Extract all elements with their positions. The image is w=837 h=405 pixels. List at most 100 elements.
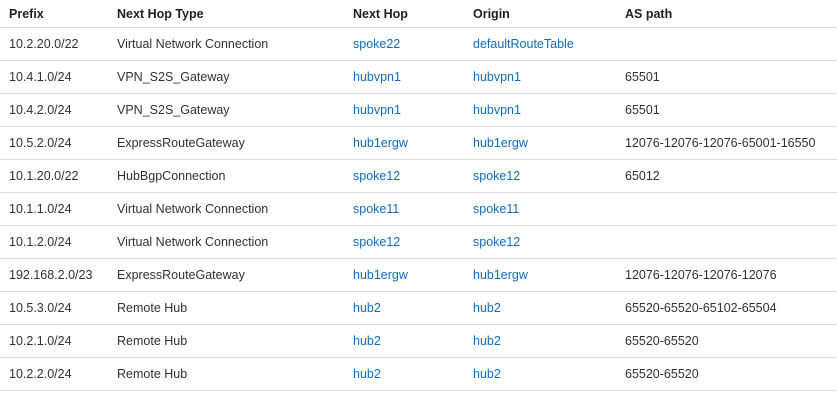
table-row: 10.4.1.0/24 VPN_S2S_Gateway hubvpn1 hubvpn1… [0, 60, 837, 94]
cell-origin-link: hub2 [457, 291, 617, 325]
cell-next-hop-link: hub1ergw [345, 258, 457, 292]
cell-next-hop-link: hub1ergw [345, 126, 457, 160]
cell-prefix: 10.5.3.0/24 [0, 291, 115, 325]
cell-origin-link-value[interactable]: spoke12 [473, 169, 521, 183]
cell-next-hop-type: ExpressRouteGateway [115, 126, 345, 160]
cell-prefix: 10.2.2.0/24 [0, 357, 115, 391]
cell-as-path: 65520-65520-65102-65504 [617, 291, 837, 325]
cell-prefix: 10.2.1.0/24 [0, 324, 115, 358]
column-header-next-hop[interactable]: Next Hop [345, 0, 457, 28]
cell-as-path-value: 65501 [625, 70, 660, 84]
cell-origin-link-value[interactable]: hubvpn1 [473, 103, 521, 117]
column-header-origin[interactable]: Origin [457, 0, 617, 28]
cell-next-hop-link: hub2 [345, 357, 457, 391]
cell-next-hop-type-value: ExpressRouteGateway [117, 268, 245, 282]
cell-as-path: 12076-12076-12076-65001-16550 [617, 126, 837, 160]
cell-next-hop-type: VPN_S2S_Gateway [115, 60, 345, 94]
cell-next-hop-link: hub2 [345, 291, 457, 325]
cell-next-hop-link-value[interactable]: hub2 [353, 301, 381, 315]
cell-prefix-value: 10.2.1.0/24 [9, 334, 72, 348]
cell-origin-link-value[interactable]: hub2 [473, 367, 501, 381]
cell-next-hop-link-value[interactable]: hub2 [353, 367, 381, 381]
cell-origin-link-value[interactable]: defaultRouteTable [473, 37, 574, 51]
cell-as-path [617, 192, 837, 226]
cell-origin-link: spoke11 [457, 192, 617, 226]
cell-prefix: 10.4.1.0/24 [0, 60, 115, 94]
cell-next-hop-type-value: HubBgpConnection [117, 169, 226, 183]
cell-origin-link: hub2 [457, 357, 617, 391]
cell-prefix: 10.1.20.0/22 [0, 159, 115, 193]
table-row: 10.5.2.0/24 ExpressRouteGateway hub1ergw hu… [0, 126, 837, 160]
cell-next-hop-link-value[interactable]: spoke12 [353, 169, 401, 183]
cell-next-hop-type: VPN_S2S_Gateway [115, 93, 345, 127]
table-header: Prefix Next Hop Type Next Hop Origin AS … [0, 0, 837, 28]
cell-origin-link: spoke12 [457, 225, 617, 259]
cell-next-hop-link: hub2 [345, 324, 457, 358]
cell-as-path-value: 65520-65520 [625, 334, 699, 348]
cell-prefix: 10.2.20.0/22 [0, 27, 115, 61]
cell-as-path: 65520-65520 [617, 357, 837, 391]
cell-origin-link: hubvpn1 [457, 93, 617, 127]
cell-origin-link: spoke12 [457, 159, 617, 193]
column-header-next-hop-type[interactable]: Next Hop Type [115, 0, 345, 28]
cell-prefix-value: 10.5.2.0/24 [9, 136, 72, 150]
cell-next-hop-link-value[interactable]: hub1ergw [353, 268, 408, 282]
cell-next-hop-type: Virtual Network Connection [115, 27, 345, 61]
cell-as-path [617, 27, 837, 61]
cell-next-hop-link: spoke22 [345, 27, 457, 61]
cell-origin-link-value[interactable]: hub1ergw [473, 268, 528, 282]
cell-next-hop-type-value: Remote Hub [117, 301, 188, 315]
table-row: 10.1.20.0/22 HubBgpConnection spoke12 spoke… [0, 159, 837, 193]
cell-next-hop-link-value[interactable]: spoke11 [353, 202, 400, 216]
table-row: 10.2.20.0/22 Virtual Network Connection sp… [0, 27, 837, 61]
cell-prefix-value: 10.1.20.0/22 [9, 169, 79, 183]
cell-origin-link-value[interactable]: spoke11 [473, 202, 520, 216]
cell-prefix-value: 10.2.20.0/22 [9, 37, 79, 51]
cell-origin-link: hubvpn1 [457, 60, 617, 94]
cell-next-hop-type: Remote Hub [115, 324, 345, 358]
cell-next-hop-link: hubvpn1 [345, 93, 457, 127]
cell-prefix-value: 10.1.2.0/24 [9, 235, 72, 249]
cell-prefix-value: 10.5.3.0/24 [9, 301, 72, 315]
cell-origin-link-value[interactable]: hub1ergw [473, 136, 528, 150]
cell-next-hop-type: HubBgpConnection [115, 159, 345, 193]
cell-prefix: 10.4.2.0/24 [0, 93, 115, 127]
cell-next-hop-type-value: Remote Hub [117, 367, 188, 381]
cell-origin-link-value[interactable]: hub2 [473, 334, 501, 348]
cell-as-path-value: 12076-12076-12076-65001-16550 [625, 136, 816, 150]
cell-as-path-value: 65520-65520 [625, 367, 699, 381]
cell-as-path-value: 65520-65520-65102-65504 [625, 301, 777, 315]
cell-next-hop-type: Virtual Network Connection [115, 225, 345, 259]
cell-prefix: 10.1.1.0/24 [0, 192, 115, 226]
cell-origin-link-value[interactable]: hub2 [473, 301, 501, 315]
cell-next-hop-type-value: Virtual Network Connection [117, 202, 269, 216]
column-header-prefix[interactable]: Prefix [0, 0, 115, 28]
cell-prefix: 192.168.2.0/23 [0, 258, 115, 292]
column-header-as-path[interactable]: AS path [617, 0, 837, 28]
table-row: 10.1.1.0/24 Virtual Network Connection spo… [0, 192, 837, 226]
cell-next-hop-link-value[interactable]: hubvpn1 [353, 103, 401, 117]
table-row: 10.1.2.0/24 Virtual Network Connection spo… [0, 225, 837, 259]
cell-origin-link-value[interactable]: spoke12 [473, 235, 521, 249]
cell-next-hop-link-value[interactable]: hub1ergw [353, 136, 408, 150]
cell-next-hop-link-value[interactable]: spoke22 [353, 37, 401, 51]
cell-prefix-value: 10.4.1.0/24 [9, 70, 72, 84]
cell-next-hop-type: Remote Hub [115, 357, 345, 391]
effective-routes-table: Prefix Next Hop Type Next Hop Origin AS … [0, 0, 837, 391]
cell-prefix-value: 10.1.1.0/24 [9, 202, 72, 216]
cell-next-hop-type-value: Virtual Network Connection [117, 235, 269, 249]
cell-as-path-value: 65501 [625, 103, 660, 117]
cell-next-hop-link: spoke11 [345, 192, 457, 226]
cell-next-hop-link-value[interactable]: spoke12 [353, 235, 401, 249]
cell-prefix: 10.1.2.0/24 [0, 225, 115, 259]
cell-as-path [617, 225, 837, 259]
cell-next-hop-link-value[interactable]: hubvpn1 [353, 70, 401, 84]
cell-next-hop-link-value[interactable]: hub2 [353, 334, 381, 348]
cell-origin-link-value[interactable]: hubvpn1 [473, 70, 521, 84]
cell-origin-link: hub1ergw [457, 126, 617, 160]
cell-next-hop-type-value: VPN_S2S_Gateway [117, 70, 230, 84]
table-header-row: Prefix Next Hop Type Next Hop Origin AS … [0, 0, 837, 28]
